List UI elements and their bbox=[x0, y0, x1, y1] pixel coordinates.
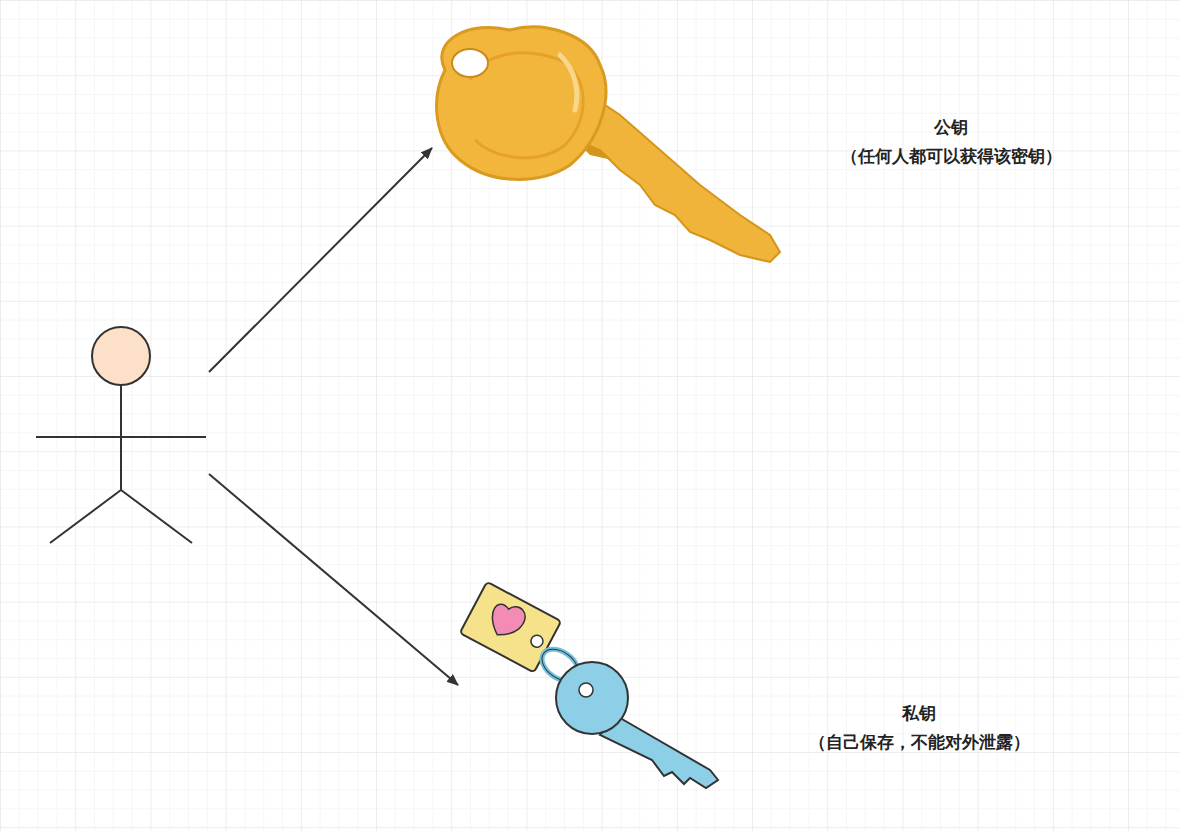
gold-key bbox=[437, 27, 780, 262]
key-title: 私钥 bbox=[902, 703, 936, 725]
key-note: （自己保存，不能对外泄露） bbox=[809, 732, 1030, 754]
blue-key bbox=[460, 582, 718, 788]
key-note: （任何人都可以获得该密钥） bbox=[841, 146, 1062, 168]
arrow bbox=[209, 148, 432, 372]
arrow bbox=[209, 474, 458, 685]
stick-figure bbox=[36, 327, 206, 543]
key-title: 公钥 bbox=[934, 117, 968, 139]
